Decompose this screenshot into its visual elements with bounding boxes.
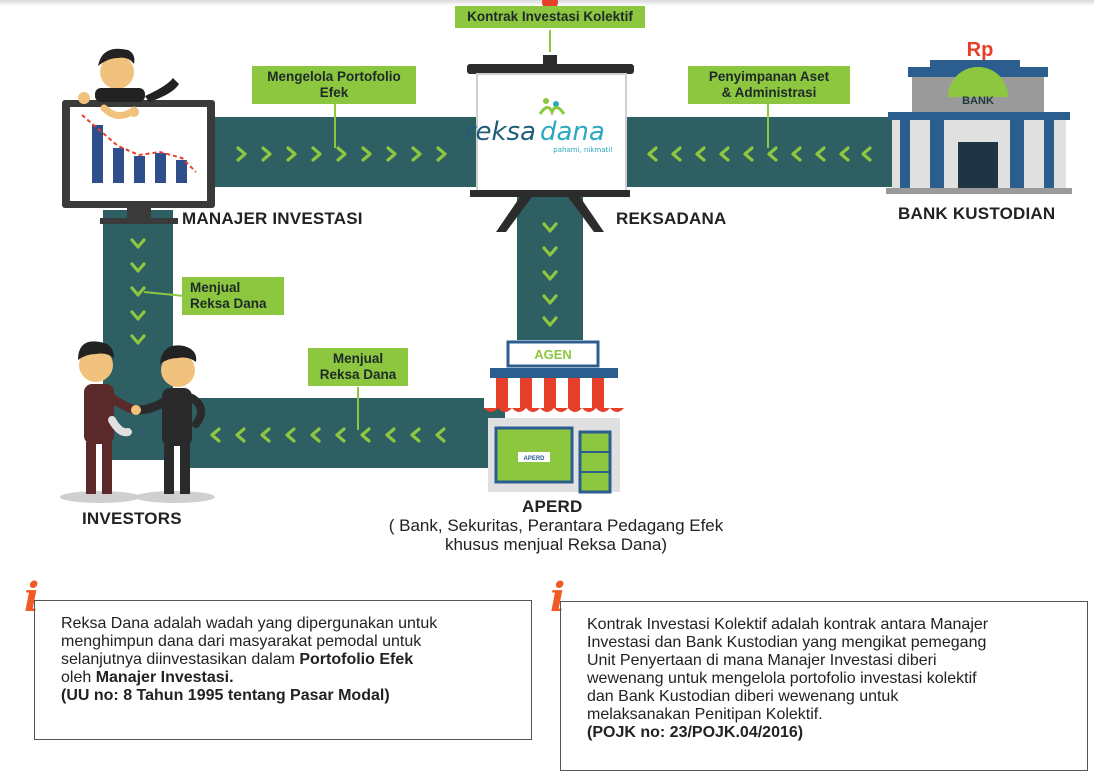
tag-menjual-aperd-line-1: Menjual (332, 351, 384, 366)
tag-kontrak-investasi-kolektif: Kontrak Investasi Kolektif (455, 6, 645, 28)
note-left-line-4: oleh Manajer Investasi. (61, 669, 513, 687)
note-right-citation: (POJK no: 23/POJK.04/2016) (587, 724, 804, 741)
note-left-line-3-text: selanjutnya diinvestasikan dalam (61, 651, 300, 668)
reksadana-logo-mark (538, 98, 566, 117)
label-manajer-investasi: MANAJER INVESTASI (182, 209, 363, 228)
monitor-chart-icon (62, 48, 215, 224)
note-reksa-dana-definition: Reksa Dana adalah wadah yang dipergunaka… (34, 600, 532, 740)
note-left-line-5: (UU no: 8 Tahun 1995 tentang Pasar Modal… (61, 687, 513, 705)
flow-diagram: reksa dana pahami, nikmati! Rp BANK (60, 0, 1072, 503)
note-left-line-2: menghimpun dana dari masyarakat pemodal … (61, 633, 422, 650)
label-reksadana: REKSADANA (616, 209, 727, 228)
tag-menjual-mi-line-2: Reksa Dana (190, 296, 267, 311)
note-left-line-4-text: oleh (61, 669, 96, 686)
info-icon-right: i (550, 574, 566, 621)
note-left-citation: (UU no: 8 Tahun 1995 tentang Pasar Modal… (61, 687, 390, 704)
label-aperd: APERD (522, 497, 583, 516)
tag-menjual-mi-line-1: Menjual (190, 280, 241, 295)
tag-pointers (143, 30, 769, 430)
tag-mengelola-line-2: Efek (319, 85, 349, 100)
tag-mengelola-line-1: Mengelola Portofolio (267, 69, 401, 84)
label-aperd-sub-2: khusus menjual Reksa Dana) (444, 535, 668, 554)
manager-head (100, 55, 134, 89)
bank-currency: Rp (967, 39, 994, 61)
note-right-line-5: dan Bank Kustodian diberi wewenang untuk (587, 688, 899, 705)
note-right-line-1: Kontrak Investasi Kolektif adalah kontra… (587, 616, 989, 633)
band-bottom (180, 398, 505, 468)
band-center-vertical (517, 190, 583, 340)
note-right-line-3: Unit Penyertaan di mana Manajer Investas… (587, 652, 937, 669)
note-left-line-4-bold: Manajer Investasi. (95, 669, 234, 686)
tag-mengelola-portofolio: Mengelola Portofolio Efek (252, 66, 416, 104)
info-icon-left: i (24, 574, 40, 621)
note-right-line-2: Investasi dan Bank Kustodian yang mengik… (587, 634, 987, 651)
board-tagline: pahami, nikmati! (553, 146, 613, 154)
board-logo-reksa: reksa (465, 117, 536, 147)
shop-sign: AGEN (534, 347, 572, 362)
note-right-line-4: wewenang untuk mengelola portofolio inve… (587, 670, 977, 687)
tag-penyimpanan-line-2: & Administrasi (721, 85, 817, 100)
agent-shop-icon: AGEN APERD (484, 340, 624, 494)
tag-kik-text: Kontrak Investasi Kolektif (467, 9, 633, 24)
tag-penyimpanan-aset: Penyimpanan Aset & Administrasi (688, 66, 850, 104)
tag-penyimpanan-line-1: Penyimpanan Aset (708, 69, 830, 84)
investors-handshake-icon (60, 341, 215, 503)
note-left-line-3: selanjutnya diinvestasikan dalam Portofo… (61, 651, 513, 669)
board-logo-dana: dana (540, 117, 605, 147)
bank-sign: BANK (962, 95, 994, 107)
tag-menjual-reksa-dana-aperd: Menjual Reksa Dana (308, 348, 408, 386)
tag-menjual-reksa-dana-mi: Menjual Reksa Dana (182, 277, 284, 315)
note-left-line-1: Reksa Dana adalah wadah yang dipergunaka… (61, 615, 438, 632)
bank-building-icon: Rp BANK (886, 39, 1072, 194)
tag-menjual-aperd-line-2: Reksa Dana (319, 367, 397, 382)
shop-awning (484, 378, 624, 412)
note-right-line-7: (POJK no: 23/POJK.04/2016) (587, 724, 1069, 742)
label-investors: INVESTORS (82, 509, 182, 528)
note-right-line-6: melaksanakan Penitipan Kolektif. (587, 706, 823, 723)
billboard-icon: reksa dana pahami, nikmati! (465, 0, 634, 232)
shop-window-label: APERD (523, 456, 545, 462)
label-aperd-sub-1: ( Bank, Sekuritas, Perantara Pedagang Ef… (388, 516, 724, 535)
note-kik-definition: Kontrak Investasi Kolektif adalah kontra… (560, 601, 1088, 771)
note-left-line-3-bold: Portofolio Efek (299, 651, 414, 668)
label-bank-kustodian: BANK KUSTODIAN (898, 204, 1056, 223)
